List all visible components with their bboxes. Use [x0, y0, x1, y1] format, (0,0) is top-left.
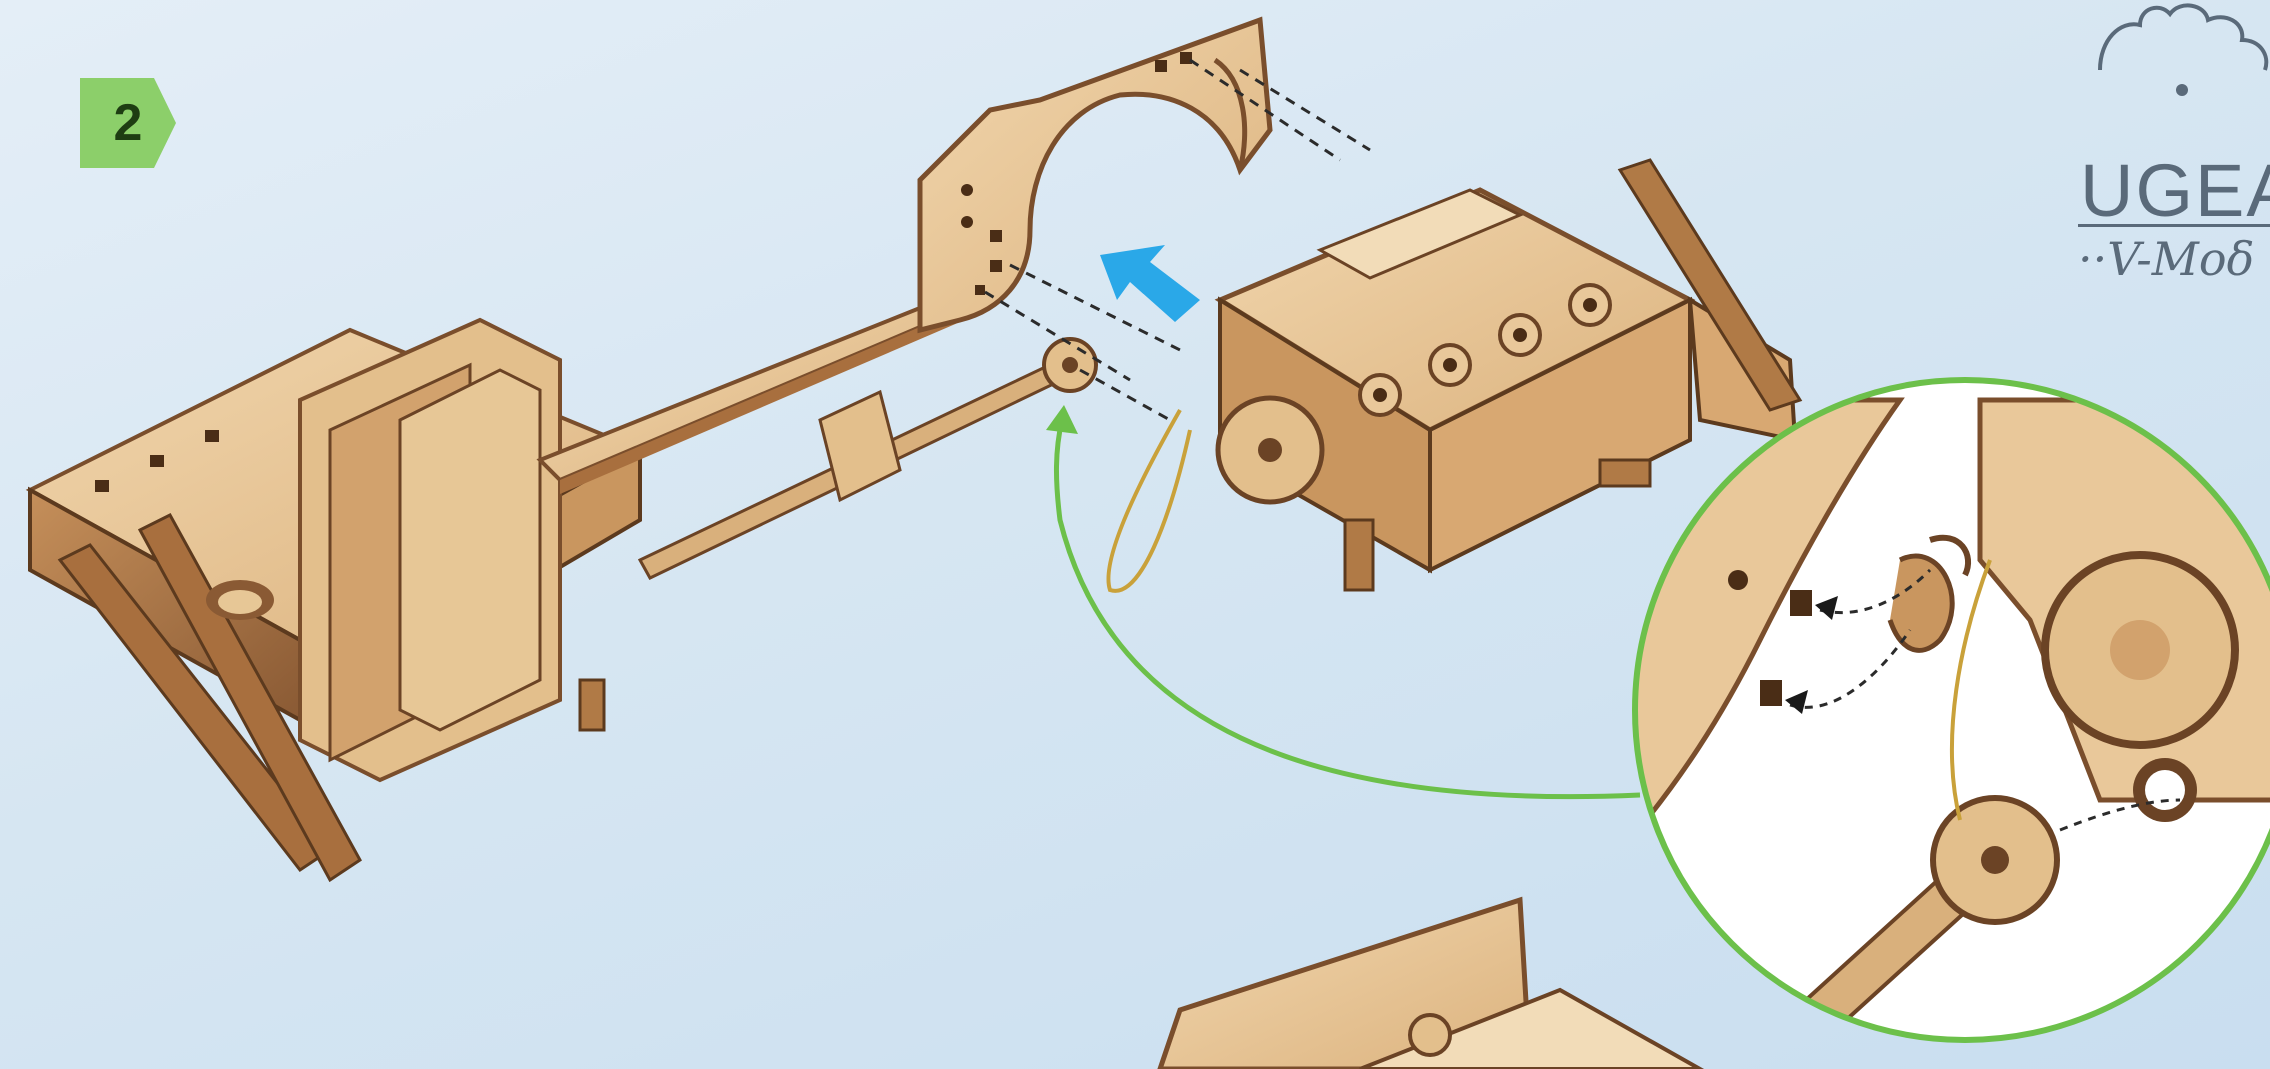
ugears-gear-logo-icon [2060, 0, 2270, 140]
brand-logo: UGEA ··V-Moδ [2060, 0, 2270, 290]
detail-callout [1630, 380, 2270, 1069]
step-badge-icon: 2 [80, 78, 176, 168]
gearbox-assembly [30, 320, 640, 880]
brand-subtitle: ··V-Moδ [2078, 232, 2254, 286]
brand-name: UGEA [2080, 148, 2270, 233]
next-step-preview [1160, 900, 1700, 1069]
direction-arrow-icon [1100, 245, 1200, 322]
brand-divider [2078, 224, 2270, 227]
engine-gear [1218, 398, 1322, 502]
side-panel [920, 20, 1270, 330]
step-number: 2 [80, 78, 176, 168]
drive-shaft [640, 339, 1096, 578]
string-loop [1108, 410, 1190, 591]
